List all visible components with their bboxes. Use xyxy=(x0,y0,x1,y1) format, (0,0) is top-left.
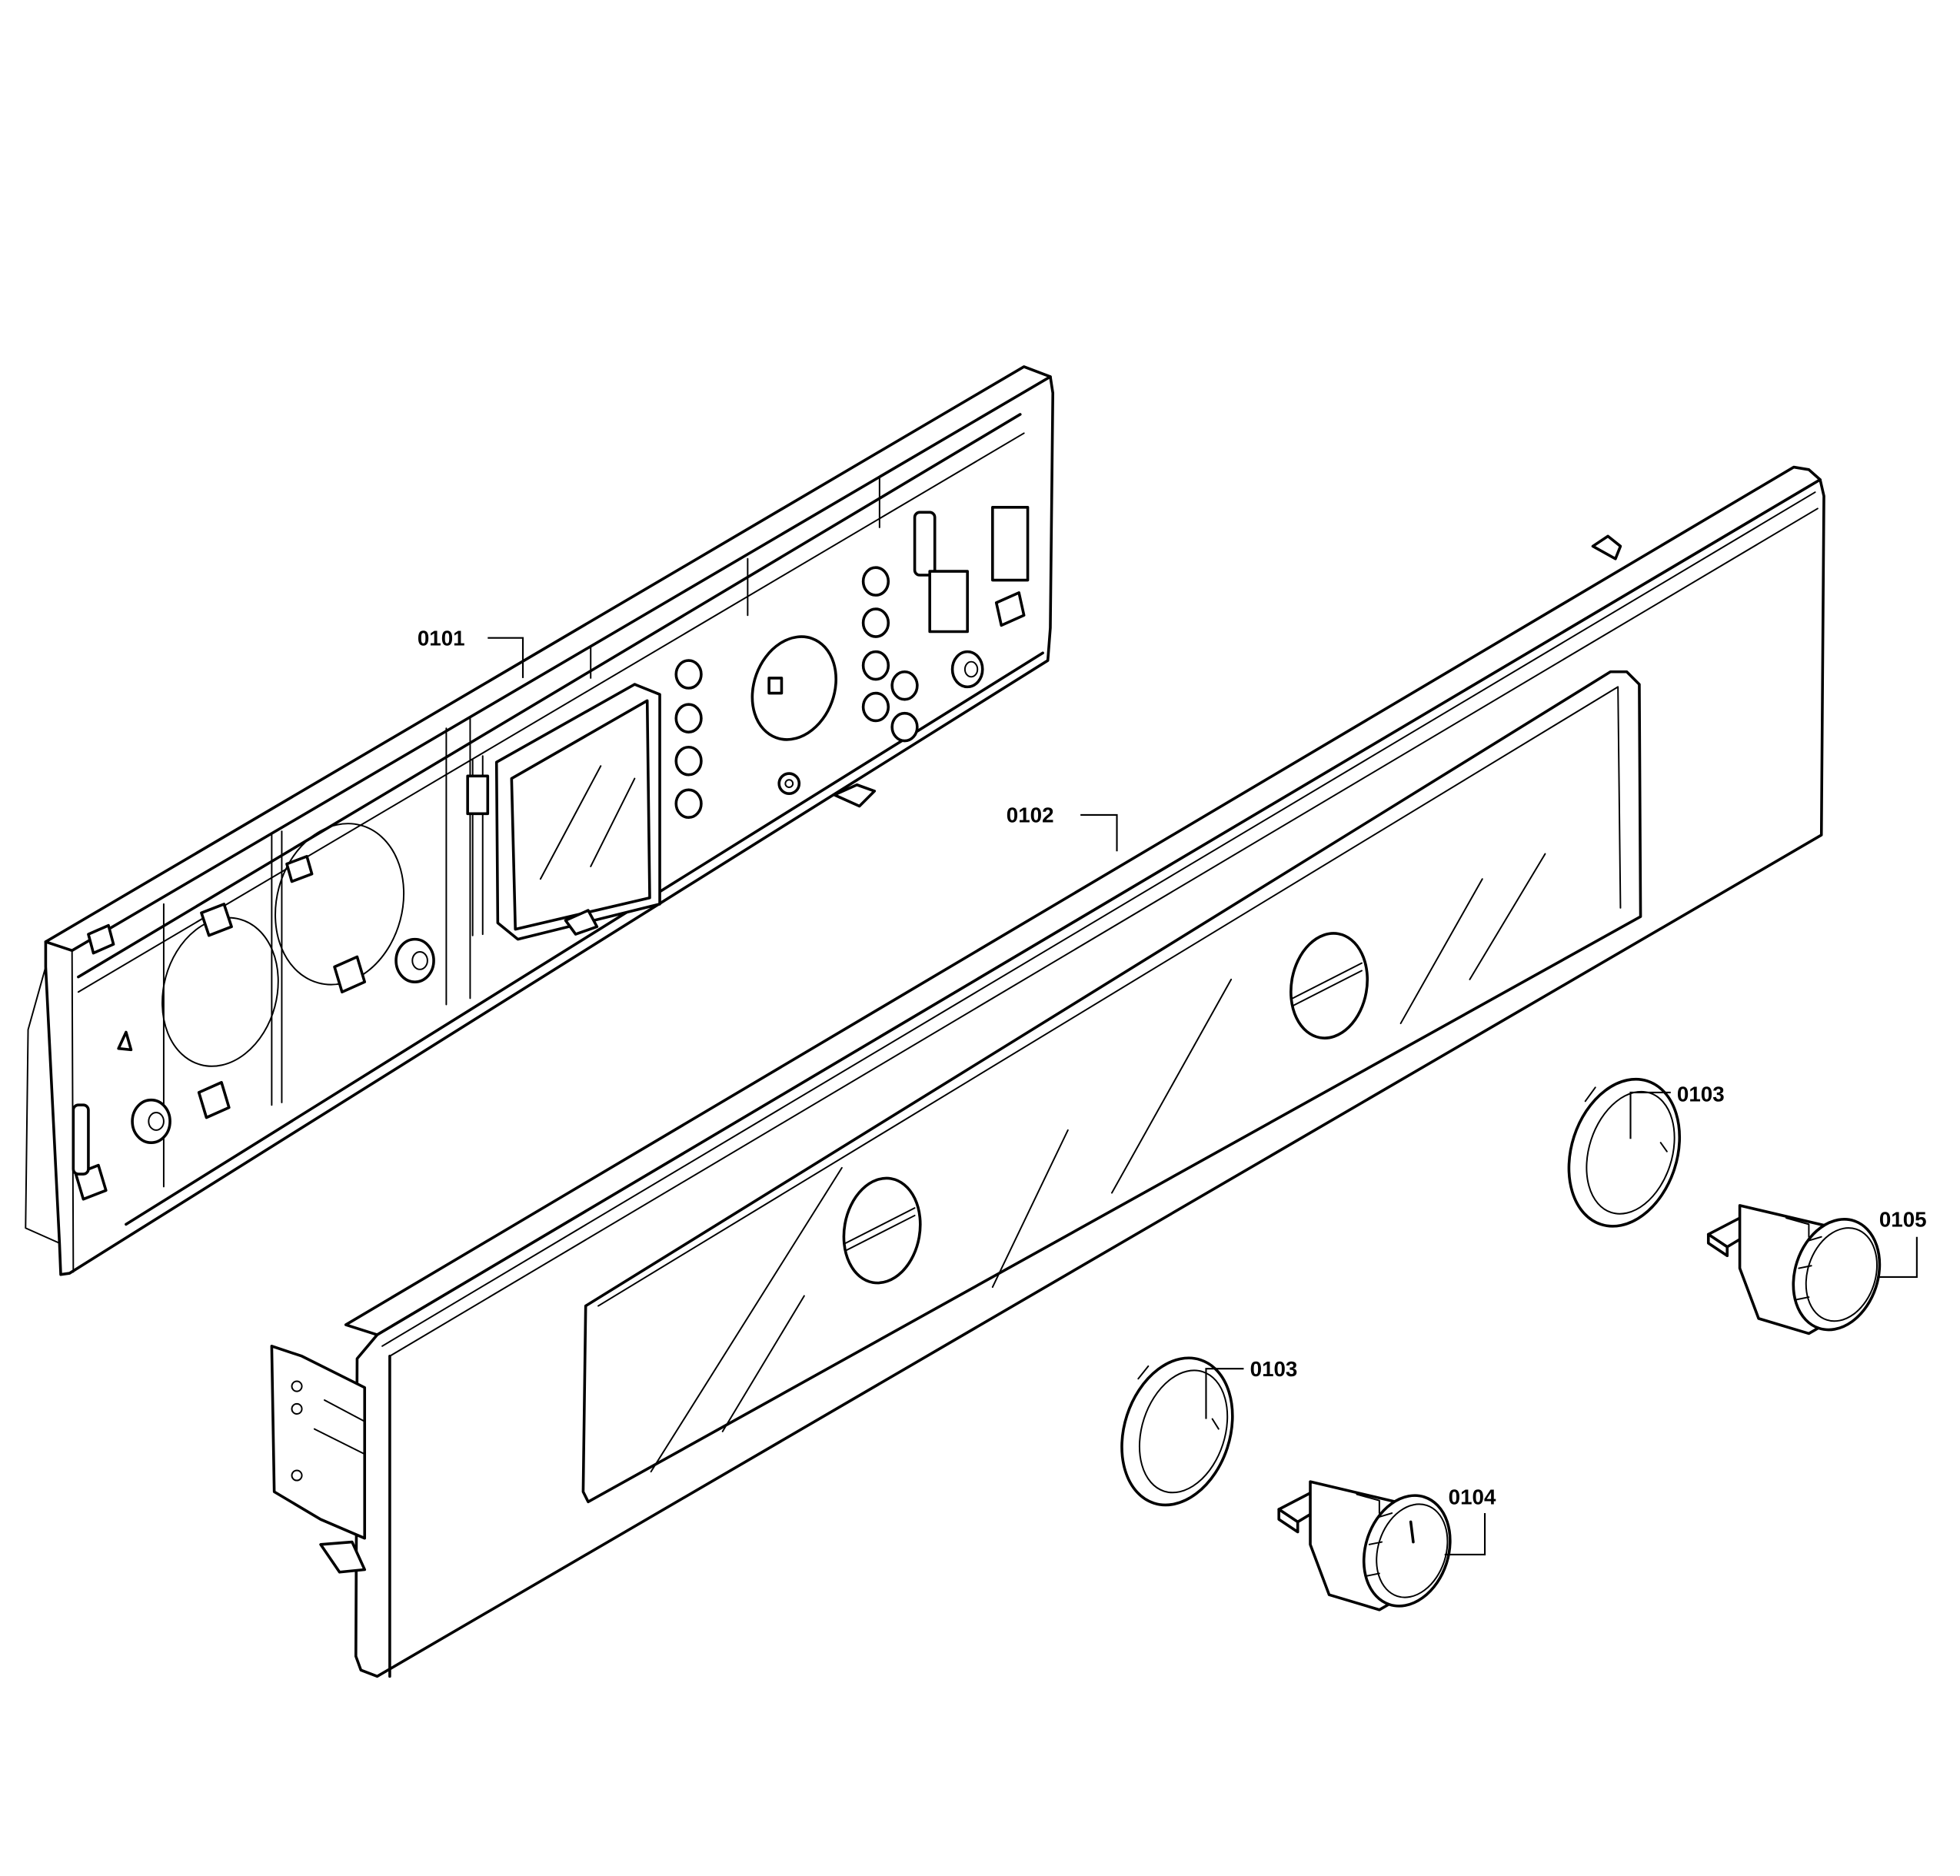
callout-0105: 0105 xyxy=(1878,1208,1927,1279)
callout-0101: 0101 xyxy=(418,626,524,678)
callout-0104: 0104 xyxy=(1444,1485,1496,1555)
part-0102-front-fascia[interactable] xyxy=(270,465,1825,1678)
part-0103-knob-ring-lower[interactable] xyxy=(1103,1343,1250,1519)
callout-label-0104: 0104 xyxy=(1449,1485,1496,1509)
callout-0102: 0102 xyxy=(1007,803,1118,852)
part-0103-knob-ring-upper[interactable] xyxy=(1551,1065,1698,1241)
callout-label-0105: 0105 xyxy=(1879,1208,1927,1232)
callout-label-0102: 0102 xyxy=(1007,803,1054,827)
part-0104-control-knob[interactable] xyxy=(1277,1480,1464,1617)
part-0105-control-knob[interactable] xyxy=(1706,1204,1894,1341)
part-0101-control-housing[interactable] xyxy=(25,365,1055,1276)
callout-label-0103-lower: 0103 xyxy=(1250,1357,1298,1381)
callout-label-0101: 0101 xyxy=(418,626,465,650)
callout-0103-lower: 0103 xyxy=(1205,1357,1298,1419)
callout-label-0103-upper: 0103 xyxy=(1677,1082,1725,1106)
callout-0103-upper: 0103 xyxy=(1629,1082,1725,1139)
